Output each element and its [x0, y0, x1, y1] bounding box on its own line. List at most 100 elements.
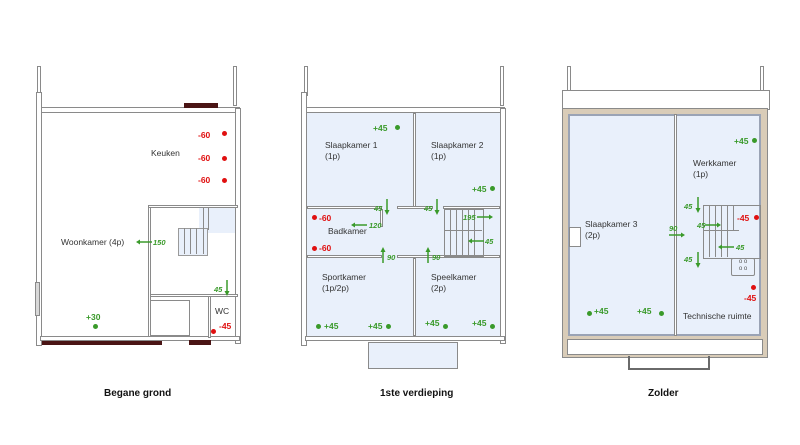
stair-wall [150, 294, 238, 297]
flow-value: 195 [463, 213, 476, 222]
floor-fill [568, 114, 761, 336]
supply-point [752, 138, 757, 143]
room-occupancy: (1p) [693, 169, 709, 179]
supply-point [443, 324, 448, 329]
exhaust-point [222, 156, 227, 161]
supply-point [587, 311, 592, 316]
arrow-down-icon [434, 199, 440, 215]
wall [760, 66, 764, 96]
wall [567, 66, 571, 96]
arrow-up-icon [425, 247, 431, 263]
room-label: Slaapkamer 3 [585, 219, 638, 229]
room-occupancy: (1p) [325, 151, 341, 161]
floor-plan-begane-grond: Keuken Woonkamer (4p) WC -60 -60 -60 +30… [0, 0, 260, 399]
roof-edge [567, 339, 763, 355]
wall [380, 209, 383, 227]
flow-value: 90 [669, 224, 678, 233]
arrow-right-icon [477, 214, 493, 220]
outer-wall-bottom [305, 336, 505, 341]
arrow-down-icon [384, 199, 390, 215]
room-occupancy: (2p) [585, 230, 601, 240]
exhaust-value: -60 [198, 153, 211, 163]
supply-value: +45 [734, 136, 749, 146]
flow-value: 150 [153, 238, 166, 247]
flow-value: 45 [374, 204, 383, 213]
wall [413, 258, 416, 336]
floor-caption: Zolder [648, 388, 679, 399]
outer-wall-left [301, 92, 307, 346]
room-label: Slaapkamer 1 [325, 140, 378, 150]
arrow-up-icon [380, 247, 386, 263]
outer-wall-bottom [40, 336, 240, 341]
exhaust-value: -60 [319, 243, 332, 253]
stair-step [733, 205, 734, 230]
arrow-left-icon [136, 239, 152, 245]
stair-step [703, 230, 739, 231]
floor-caption: 1ste verdieping [380, 388, 454, 399]
arrow-down-icon [695, 197, 701, 213]
supply-value: +45 [637, 306, 652, 316]
supply-point [386, 324, 391, 329]
supply-point [316, 324, 321, 329]
stair-step [721, 205, 722, 257]
wall [397, 206, 433, 209]
flow-value: 45 [697, 221, 706, 230]
flow-value: 45 [214, 285, 223, 294]
stair-step [727, 205, 728, 257]
exhaust-value: -60 [198, 130, 211, 140]
flow-value: 90 [387, 253, 396, 262]
floor-fill [307, 113, 500, 336]
balcony [368, 342, 458, 369]
arrow-left-icon [468, 238, 484, 244]
window [569, 227, 581, 247]
dormer [628, 356, 710, 370]
flow-value: 45 [684, 255, 693, 264]
stair-step [468, 209, 469, 255]
exhaust-value: -60 [319, 213, 332, 223]
arrow-down-icon [695, 252, 701, 268]
exhaust-value: -60 [198, 175, 211, 185]
exhaust-point [754, 215, 759, 220]
arrow-right-icon [705, 222, 721, 228]
room-occupancy: (1p/2p) [322, 283, 349, 293]
stair-step [456, 209, 457, 255]
wall [233, 66, 237, 106]
wall [307, 206, 382, 209]
room-label: Speelkamer [431, 272, 477, 282]
outer-wall-right [500, 108, 506, 344]
room-label: Badkamer [328, 226, 367, 236]
supply-value: +45 [594, 306, 609, 316]
arrow-left-icon [351, 222, 367, 228]
supply-value: +45 [472, 318, 487, 328]
exhaust-value: -45 [744, 293, 757, 303]
exhaust-point [222, 131, 227, 136]
exhaust-value: -45 [737, 213, 750, 223]
stair-step [709, 205, 710, 257]
window-left [35, 282, 40, 316]
wall [500, 66, 504, 106]
window-dark-bottom [42, 340, 162, 345]
room-occupancy: (2p) [431, 283, 447, 293]
flow-value: 45 [736, 243, 745, 252]
exhaust-point [312, 246, 317, 251]
supply-value: +45 [324, 321, 339, 331]
supply-point [395, 125, 400, 130]
outer-wall-right [235, 108, 241, 344]
exhaust-point [312, 215, 317, 220]
room-occupancy: (1p) [431, 151, 447, 161]
supply-point [490, 324, 495, 329]
wall [413, 113, 416, 208]
arrow-left-icon [718, 244, 734, 250]
window-dark-bottom [189, 340, 211, 345]
arrow-right-icon [669, 232, 685, 238]
stair-step [203, 208, 204, 254]
stair-step [474, 209, 475, 255]
room-label-woonkamer: Woonkamer (4p) [61, 237, 125, 247]
supply-value: +30 [86, 312, 101, 322]
outer-wall [562, 108, 768, 358]
wall [304, 66, 308, 96]
stair-step [208, 208, 209, 230]
flow-value: 45 [684, 202, 693, 211]
flow-value: 90 [432, 253, 441, 262]
